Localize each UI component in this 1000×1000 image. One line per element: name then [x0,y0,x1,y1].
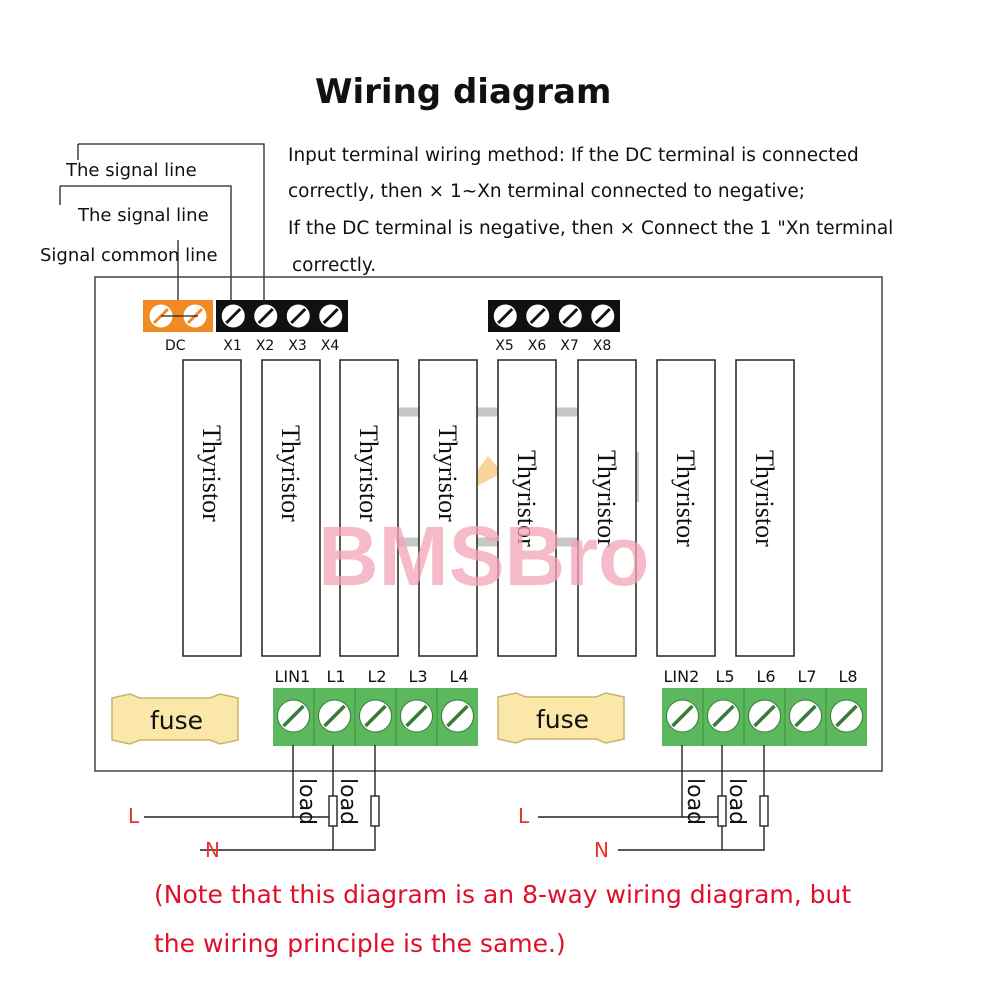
input-terminal-label: X6 [528,338,547,354]
thyristor-label: Thyristor [750,450,779,547]
output-terminal-l7 [784,688,822,746]
thyristor-6: Thyristor [577,359,637,657]
output-terminal-label: L8 [839,667,858,686]
thyristor-3: Thyristor [339,359,399,657]
output-terminal-l5 [702,688,740,746]
thyristor-2: Thyristor [261,359,321,657]
output-terminal-lin1 [277,699,310,733]
output-terminal-l3 [395,688,433,746]
fuse-left: fuse [111,693,239,745]
thyristor-label: Thyristor [671,450,700,547]
input-terminal-x4 [318,303,344,329]
signal-line-label-2: The signal line [77,205,209,226]
output-terminal-l4 [436,688,474,746]
description-line-1: Input terminal wiring method: If the DC … [288,145,859,166]
load-resistor-right-2 [759,795,769,827]
input-terminal-x3 [285,303,311,329]
thyristor-5: Thyristor [497,359,557,657]
output-terminal-label: L2 [368,667,387,686]
input-terminals-left: X1 X2 X3 X4 [216,300,348,354]
thyristor-row: Thyristor Thyristor Thyristor Thyristor Thyr… [182,359,795,657]
output-terminal-label: L7 [798,667,817,686]
note-line-2: the wiring principle is the same.) [154,929,566,958]
output-terminal-l6 [743,688,781,746]
input-terminal-label: X3 [288,338,307,354]
output-terminal-lin2 [666,699,699,733]
page-title: Wiring diagram [315,72,611,112]
signal-wire-x1 [60,185,232,300]
thyristor-label: Thyristor [592,450,621,547]
input-terminal-x8 [590,303,616,329]
input-terminal-label: X4 [321,338,340,354]
input-terminals-right: X5 X6 X7 X8 [488,300,620,354]
output-terminals-right: LIN2 L5 L6 L7 L8 [662,667,867,746]
thyristor-label: Thyristor [512,450,541,547]
fuse-left-label: fuse [150,706,203,735]
thyristor-label: Thyristor [276,425,305,522]
fuse-right-label: fuse [536,705,589,734]
output-terminal-label: L1 [327,667,346,686]
thyristor-label: Thyristor [354,425,383,522]
signal-wire-x2 [78,143,265,300]
output-terminal-label: LIN1 [275,667,311,686]
thyristor-4: Thyristor [418,359,478,657]
line-label-left: L [128,804,140,828]
thyristor-7: Thyristor [656,359,716,657]
signal-line-label-1: The signal line [65,160,197,181]
description-line-3: If the DC terminal is negative, then × C… [288,218,893,239]
load-resistor-left-1 [328,795,338,827]
output-terminal-label: L6 [757,667,776,686]
neutral-label-left: N [205,838,220,862]
note-line-1: (Note that this diagram is an 8-way wiri… [154,880,851,909]
input-terminal-label: X2 [256,338,275,354]
input-terminal-label: X1 [223,338,242,354]
signal-common-line-label: Signal common line [40,245,218,266]
load-resistor-right-1 [717,795,727,827]
input-terminal-x1 [220,303,246,329]
description-line-4: correctly. [292,255,376,276]
input-terminal-x6 [525,303,551,329]
input-terminal-x7 [557,303,583,329]
thyristor-label: Thyristor [197,425,226,522]
output-terminal-label: L5 [716,667,735,686]
input-terminal-label: X5 [495,338,514,354]
watermark-text: BMSBro [318,509,649,603]
input-terminal-x5 [492,303,518,329]
output-terminal-label: L4 [450,667,469,686]
output-terminals-left: LIN1 L1 L2 L3 L4 [273,667,478,746]
load-label-right-2: load [724,778,749,825]
output-terminal-label: LIN2 [664,667,700,686]
neutral-label-right: N [594,838,609,862]
line-label-right: L [518,804,530,828]
controller-board [94,276,883,772]
fuse-right: fuse [497,692,625,744]
load-label-left-1: load [294,778,319,825]
load-label-right-1: load [682,778,707,825]
output-terminal-l1 [313,688,351,746]
dc-label: DC [165,338,186,354]
thyristor-1: Thyristor [182,359,242,657]
input-terminal-x2 [253,303,279,329]
load-resistor-left-2 [370,795,380,827]
input-terminal-label: X8 [593,338,612,354]
output-terminal-label: L3 [409,667,428,686]
description-line-2: correctly, then × 1~Xn terminal connecte… [288,181,805,202]
dc-terminal-block [143,300,213,332]
input-terminal-label: X7 [560,338,579,354]
load-label-left-2: load [335,778,360,825]
output-terminal-l8 [825,688,863,746]
output-terminal-l2 [354,688,392,746]
thyristor-8: Thyristor [735,359,795,657]
thyristor-label: Thyristor [433,425,462,522]
